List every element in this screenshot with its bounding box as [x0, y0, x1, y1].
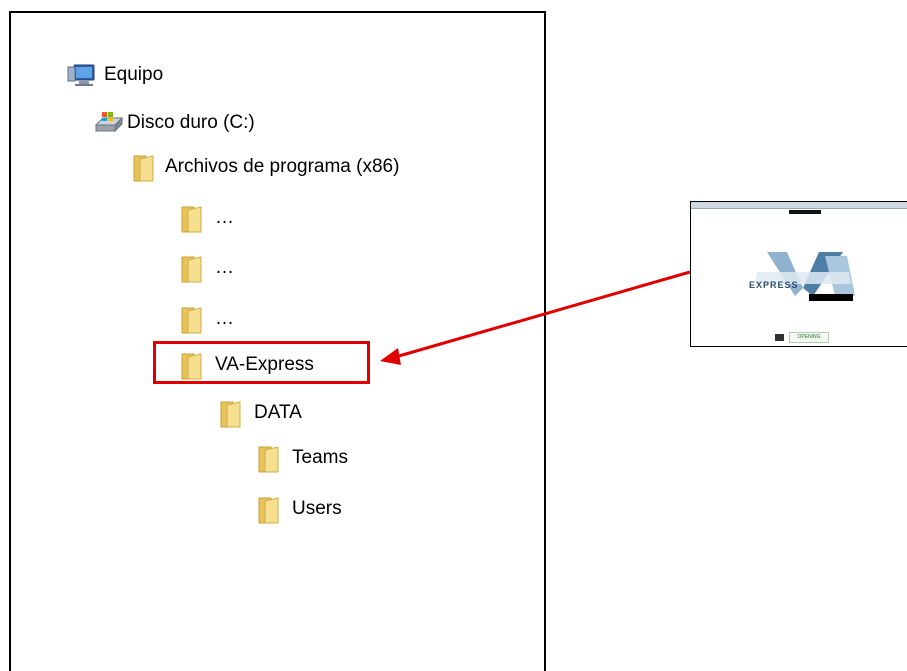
tree-item-disco[interactable]: Disco duro (C:): [93, 108, 255, 138]
folder-icon: [179, 305, 211, 334]
thumbnail-footer-button: OPENING: [789, 332, 829, 343]
tree-item-label: …: [215, 308, 234, 329]
tree-item-va-express[interactable]: VA-Express: [179, 350, 314, 380]
va-express-highlight-box: [153, 341, 370, 384]
tree-item-ellipsis-2[interactable]: …: [179, 253, 234, 283]
folder-icon: [179, 204, 211, 233]
hard-drive-icon: [93, 109, 125, 137]
tree-item-ellipsis-1[interactable]: …: [179, 203, 234, 233]
tree-item-label: Disco duro (C:): [127, 112, 255, 133]
tree-item-label: Teams: [292, 447, 348, 468]
tree-item-label: …: [215, 257, 234, 278]
folder-icon: [218, 399, 250, 428]
tree-item-label: …: [215, 207, 234, 228]
computer-icon: [66, 61, 98, 89]
thumbnail-topbar: [691, 202, 907, 209]
tree-item-data[interactable]: DATA: [218, 398, 302, 428]
thumbnail-footer-icon: [775, 334, 784, 341]
folder-icon: [179, 254, 211, 283]
tree-item-label: DATA: [254, 402, 302, 423]
va-express-app-thumbnail: EXPRESS OPENING: [690, 201, 907, 347]
folder-icon: [256, 495, 288, 524]
thumbnail-logo-text: EXPRESS: [749, 280, 799, 290]
thumbnail-black-bar: [809, 294, 853, 301]
folder-icon: [256, 444, 288, 473]
tree-item-archivos-de-programa[interactable]: Archivos de programa (x86): [131, 152, 399, 182]
thumbnail-titlebar: [789, 210, 821, 214]
folder-icon: [179, 351, 211, 380]
tree-item-teams[interactable]: Teams: [256, 443, 348, 473]
tree-item-ellipsis-3[interactable]: …: [179, 304, 234, 334]
tree-item-users[interactable]: Users: [256, 494, 342, 524]
tree-item-label: VA-Express: [215, 354, 314, 375]
folder-icon: [131, 153, 163, 182]
tree-item-label: Equipo: [104, 64, 164, 85]
tree-item-label: Archivos de programa (x86): [165, 156, 400, 177]
tree-item-equipo[interactable]: Equipo: [66, 60, 163, 90]
tree-item-label: Users: [292, 498, 342, 519]
va-express-logo: [755, 252, 855, 296]
